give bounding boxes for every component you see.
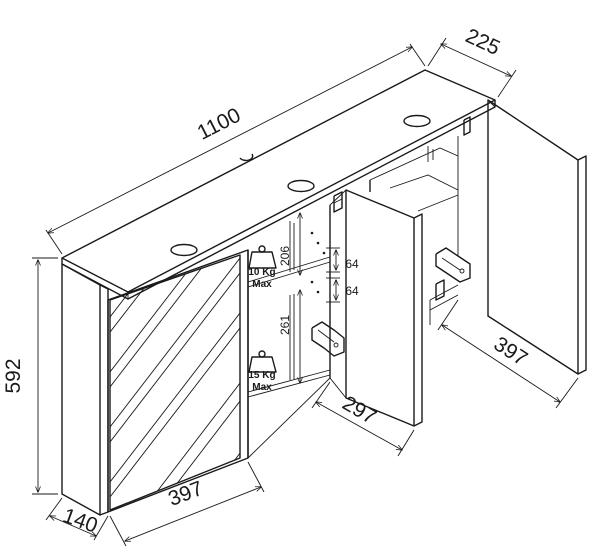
upper-weight-text: 10 Kg: [248, 267, 275, 278]
right-door-edge: [577, 155, 587, 375]
top-panel-edge: [61, 100, 496, 300]
hinge-lower-middle: [311, 321, 345, 357]
left-side-face: [61, 263, 101, 516]
dimension-door-left: 397: [109, 461, 265, 547]
cable-hole-right: [403, 114, 431, 128]
door-middle-label: 297: [338, 392, 380, 429]
step-b-label: 64: [345, 284, 359, 298]
left-side-panel: [61, 263, 109, 516]
dimension-door-right: 397: [437, 299, 579, 409]
middle-door-edge: [413, 213, 423, 427]
shelf-lower-label: 261: [278, 315, 292, 335]
lower-weight-text: 15 Kg: [248, 370, 275, 381]
middle-door-outer: [345, 189, 415, 427]
upper-max-text: Max: [252, 279, 272, 290]
dimension-depth-top: 225: [427, 24, 517, 98]
dimension-shelf-upper: 206: [278, 213, 300, 275]
shelf-upper-label: 206: [278, 246, 292, 266]
load-label-upper: 10 Kg Max: [248, 245, 277, 290]
middle-interior: [239, 205, 331, 459]
lower-max-text: Max: [252, 382, 272, 393]
cable-hole-left: [170, 243, 198, 257]
door-right-label: 397: [490, 332, 532, 370]
cable-hole-middle: [287, 179, 315, 193]
step-a-label: 64: [345, 257, 359, 271]
dimension-height: 592: [2, 257, 58, 495]
cable-notch: [239, 153, 254, 162]
load-label-lower: 15 Kg Max: [248, 350, 277, 393]
hinge-upper-right-top: [463, 116, 471, 136]
right-interior: [369, 116, 471, 325]
door-left-label: 397: [165, 477, 206, 511]
left-side-front-edge: [99, 284, 109, 516]
dimension-depth-bottom: 140: [45, 497, 109, 541]
weight-icon-lower: [248, 356, 277, 373]
weight-icon-upper: [248, 251, 277, 269]
depth-top-label: 225: [462, 24, 503, 60]
depth-bottom-label: 140: [60, 504, 101, 538]
dimension-step-b: 64: [326, 277, 359, 303]
height-label: 592: [2, 358, 25, 393]
dimension-step-a: 64: [326, 247, 359, 273]
dimension-width: 1100: [45, 43, 426, 255]
dimension-shelf-lower: 261: [278, 290, 300, 383]
hinge-right-lower: [435, 279, 445, 301]
hinge-right-mid: [435, 247, 471, 283]
width-label: 1100: [194, 104, 245, 145]
middle-door: [311, 189, 423, 427]
right-door: [487, 99, 587, 375]
